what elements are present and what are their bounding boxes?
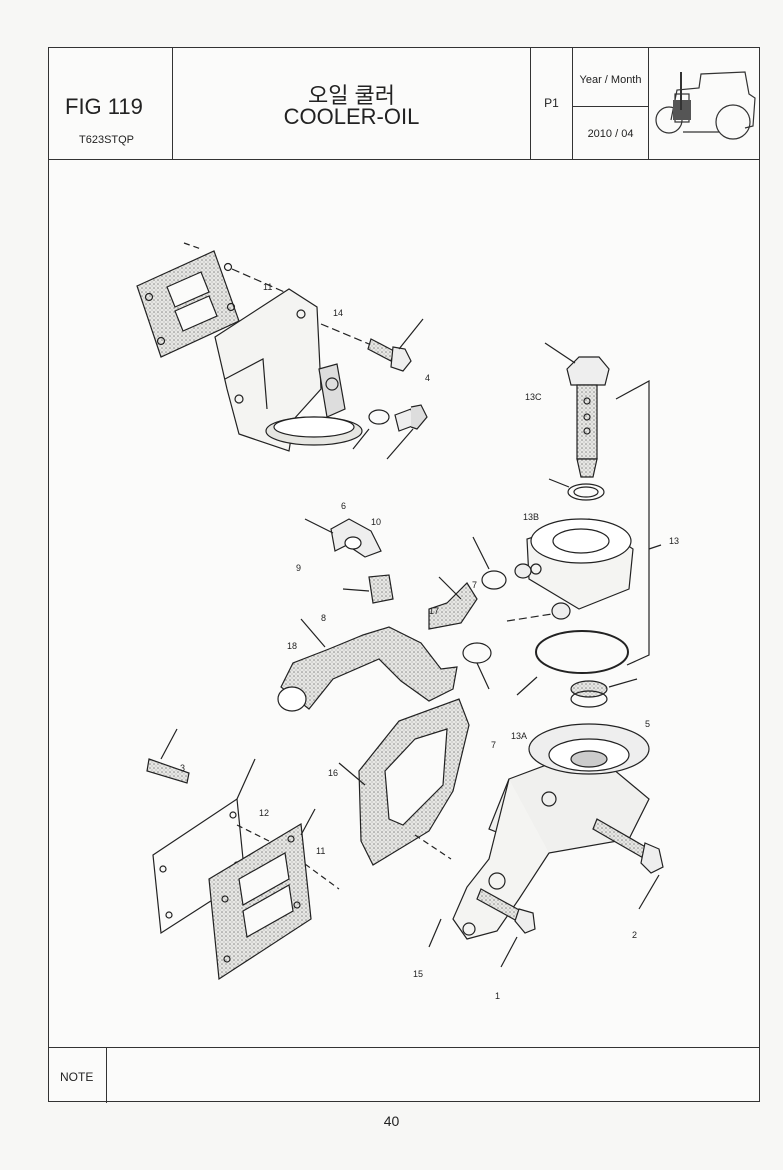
thumbnail-cell [649,48,761,159]
figure-number: FIG 119 [65,94,143,119]
callout: 17 [429,606,439,616]
callout: 11 [263,282,272,292]
callout: 13 [669,536,679,546]
gasket-16 [358,698,470,866]
callout: 15 [413,969,423,979]
callout: 13B [523,512,539,522]
filter-housing [214,288,363,452]
bolt-8 [368,574,394,604]
title-cell: 오일 쿨러 COOLER-OIL [173,48,531,159]
o-ring-6 [368,409,390,425]
callout: 7 [491,740,496,750]
callout: 12 [259,808,269,818]
page-number: 40 [383,1113,400,1129]
callout: 8 [321,613,326,623]
banjo-bolt-13C [566,356,610,478]
callout: 7 [472,580,477,590]
hose-18 [280,626,458,710]
seal-ring-13A [535,630,629,674]
oil-cooler-13 [526,518,634,610]
hose-17 [428,582,478,630]
date-label: Year / Month [579,74,642,86]
title-korean: 오일 쿨러 [307,83,396,108]
callout: 13C [525,392,542,402]
washer-13B [567,483,605,501]
callout: 9 [296,563,301,573]
figure-cell: FIG 119 T623STQP [49,48,173,159]
model-code: T623STQP [79,134,135,146]
callout: 5 [645,719,650,729]
callout: 4 [425,373,430,383]
spacer-5 [570,680,608,708]
tractor-icon [655,71,756,140]
clip-bracket-9 [330,518,382,558]
page-code: P1 [544,96,559,110]
callout: 6 [341,501,346,511]
callout: 16 [328,768,338,778]
callout-labels: 11 14 4 13C 6 10 13B 13 9 7 8 17 18 13A … [180,282,679,1001]
note-label: NOTE [60,1070,94,1084]
page-code-cell: P1 [531,48,573,159]
callout: 3 [180,763,185,773]
plug-10 [394,404,428,432]
callout: 10 [371,517,381,527]
upper-gasket [136,250,240,358]
parts-sheet: FIG 119 T623STQP 오일 쿨러 COOLER-OIL P1 Yea… [48,47,760,1103]
hose-clamp-upper [481,570,507,590]
callout: 11 [316,846,325,856]
exploded-diagram: 11 14 4 13C 6 10 13B 13 9 7 8 17 18 13A … [49,159,759,1047]
lower-gasket [208,823,312,981]
note-label-cell: NOTE [49,1048,107,1103]
date-value: 2010 / 04 [587,128,634,140]
note-row: NOTE [49,1047,759,1103]
title-english: COOLER-OIL [283,104,420,129]
date-label-box: Year / Month [573,48,648,107]
callout: 2 [632,930,637,940]
bolt-3 [146,758,190,784]
callout: 1 [495,991,500,1001]
header: FIG 119 T623STQP 오일 쿨러 COOLER-OIL P1 Yea… [49,48,759,160]
hose-clamp-lower [462,642,492,664]
callout: 14 [333,308,343,318]
date-cell: Year / Month 2010 / 04 [573,48,649,159]
callout: 13A [511,731,527,741]
callout: 18 [287,641,297,651]
bolt-4 [367,338,412,372]
